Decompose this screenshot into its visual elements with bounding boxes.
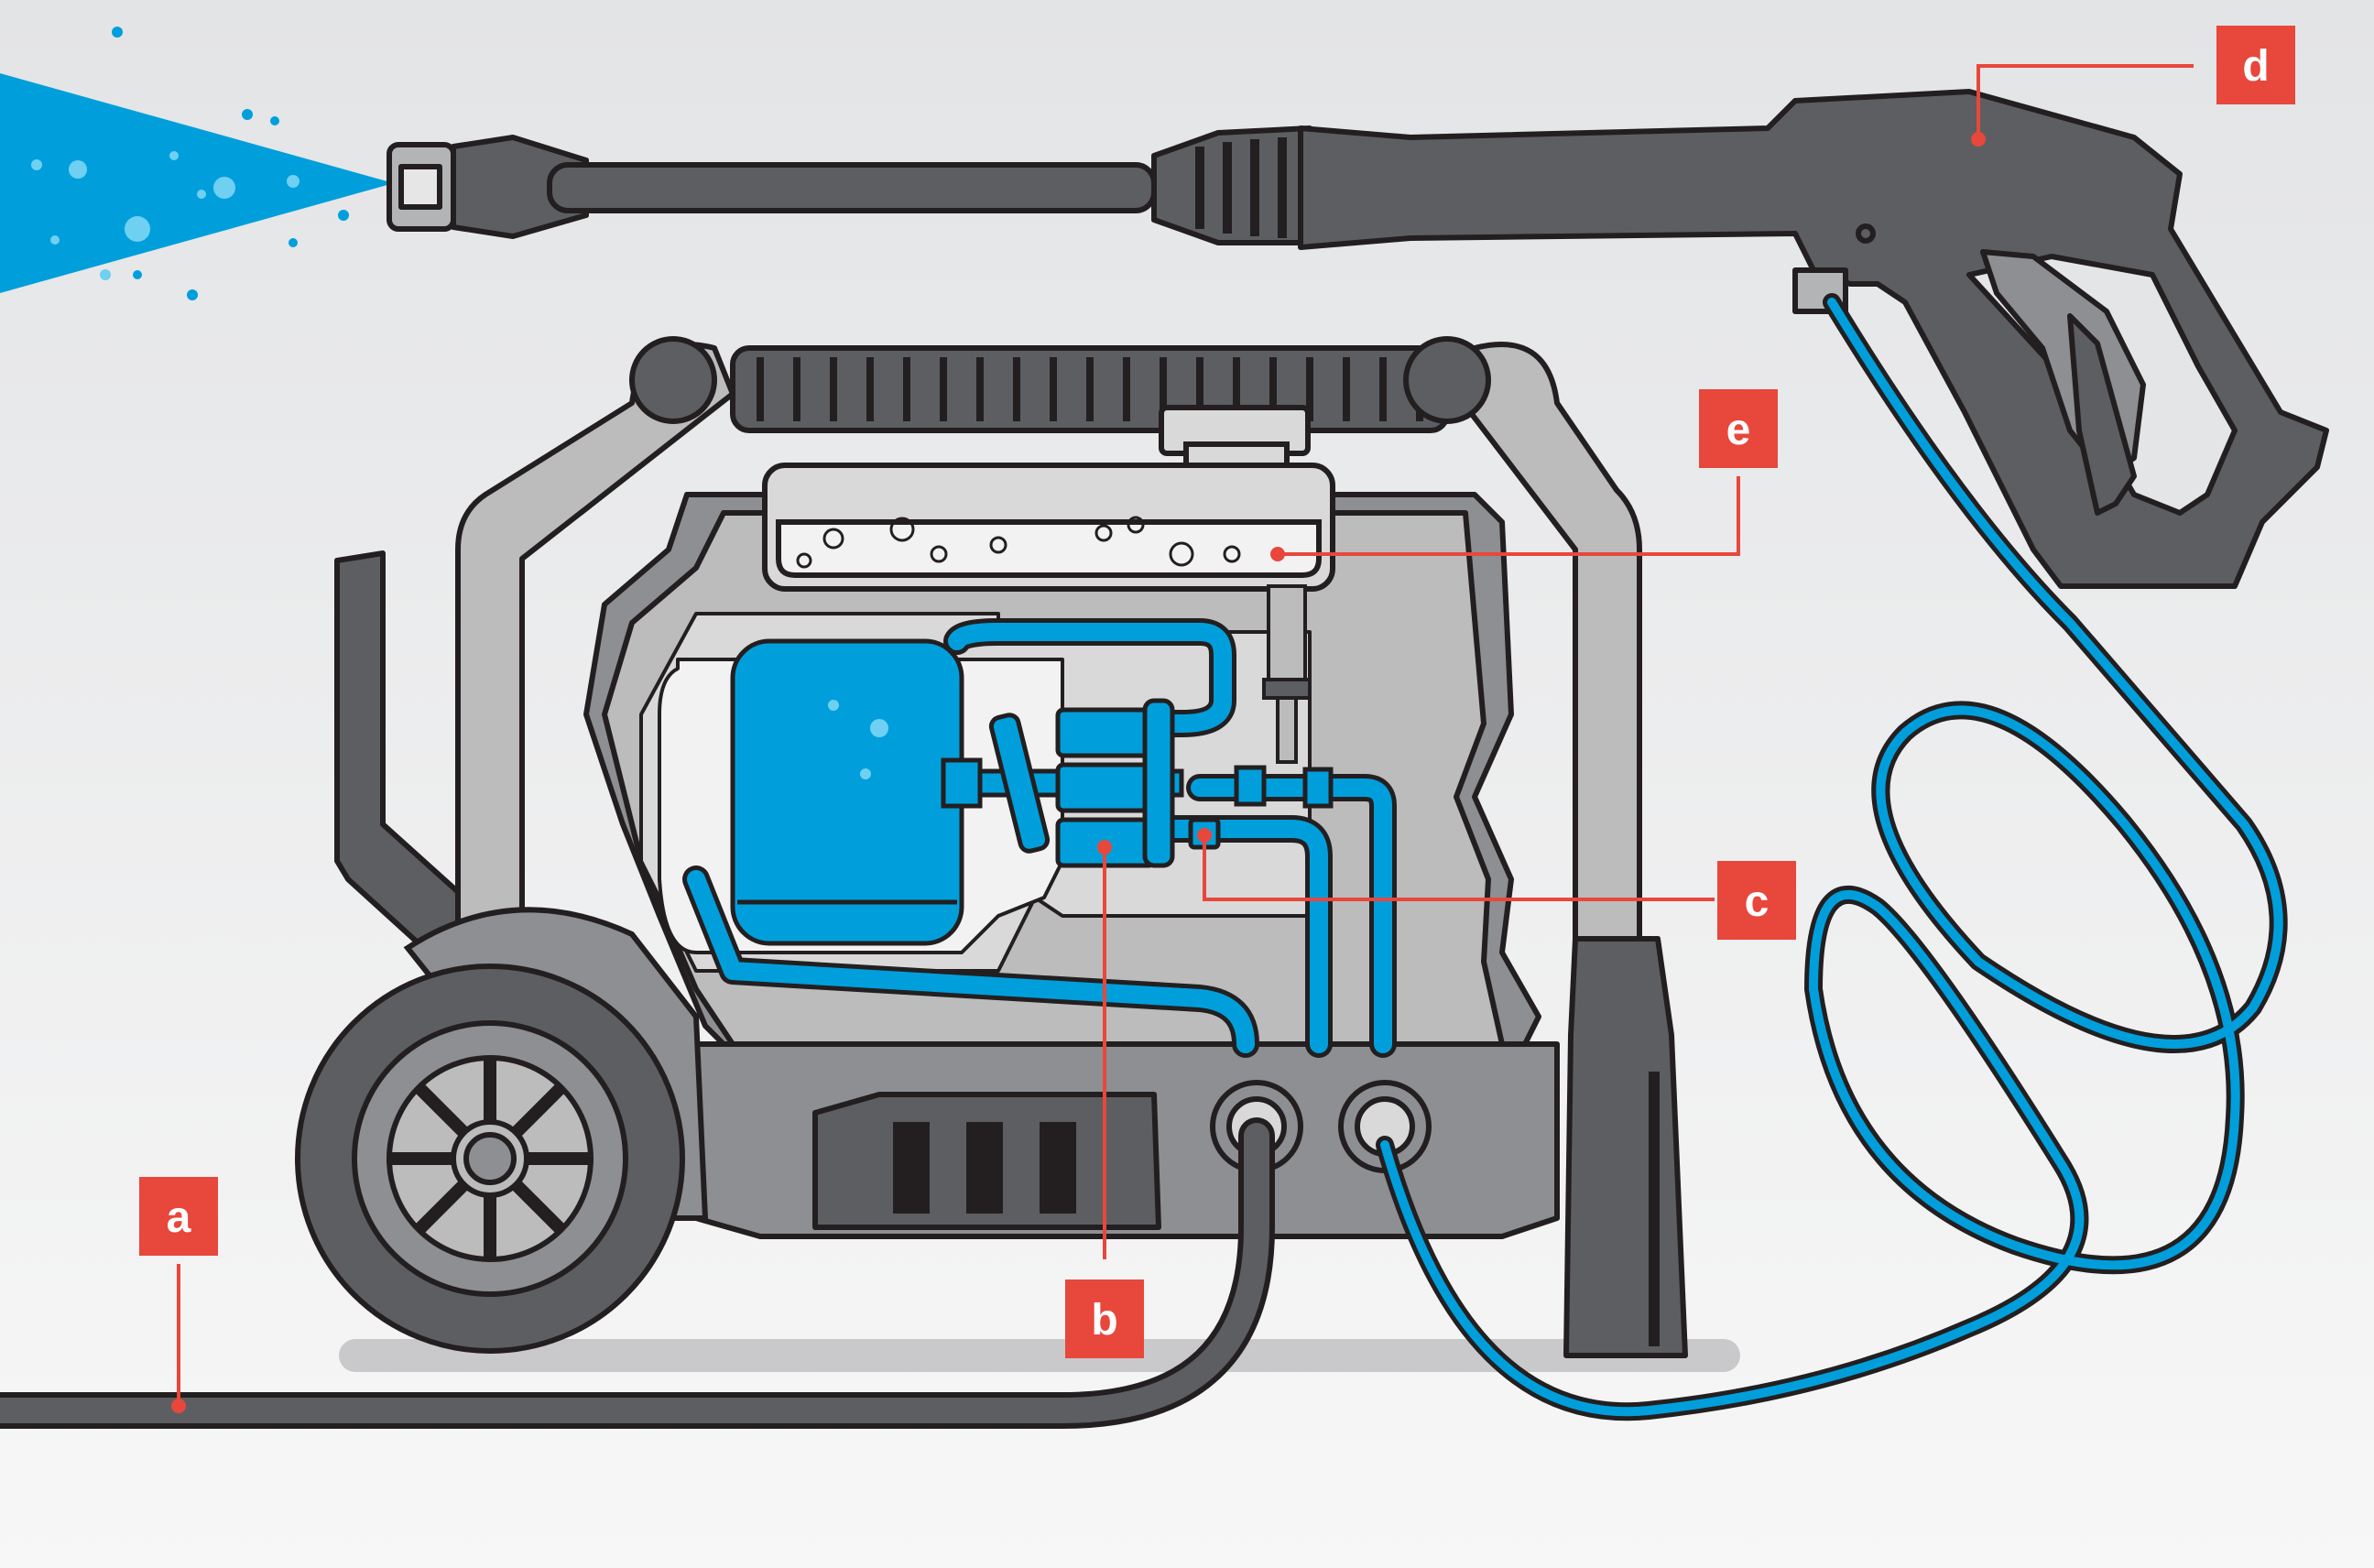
spray-gun-icon (1298, 89, 2329, 589)
garden-hose (0, 1117, 1275, 1429)
wheel-icon (295, 907, 709, 1354)
high-pressure-hose (1376, 293, 2288, 1421)
callout-c-label: c (1745, 877, 1770, 926)
callout-a: a (139, 1177, 218, 1413)
callout-b-label: b (1091, 1296, 1117, 1345)
callouts: a b c d e (139, 26, 2295, 1413)
detergent-tank-icon (762, 405, 1335, 764)
internal-plumbing (682, 618, 1397, 1058)
callout-b: b (1065, 840, 1144, 1358)
water-spray (0, 27, 394, 300)
callout-a-label: a (167, 1193, 191, 1242)
callout-e-label: e (1726, 406, 1751, 454)
callout-d-label: d (2242, 42, 2269, 91)
floor-shadow (339, 1339, 1740, 1372)
spray-wand (387, 125, 1312, 245)
callout-e: e (1270, 389, 1778, 561)
callout-d: d (1971, 26, 2295, 147)
callout-c: c (1197, 828, 1796, 940)
water-tank-icon (730, 638, 964, 946)
pump-icon (941, 698, 1334, 868)
